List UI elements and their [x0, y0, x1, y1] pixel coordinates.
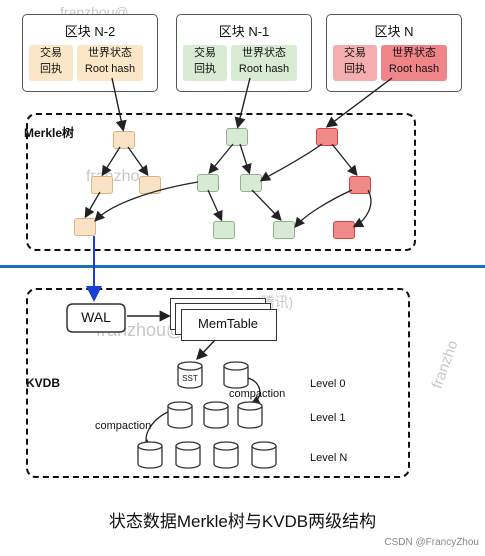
level-0-label: Level 0: [310, 378, 346, 390]
merkle-tree-region: [26, 113, 416, 251]
transaction-label: 交易: [194, 47, 216, 59]
level-n-label: Level N: [310, 452, 348, 464]
compaction-label-left: compaction: [95, 420, 152, 432]
world-state-cell: 世界状态 Root hash: [381, 45, 447, 81]
root-hash-label: Root hash: [388, 63, 440, 75]
merkle-node-leaf-shared: [74, 218, 96, 236]
kvdb-label: KVDB: [26, 376, 61, 390]
memtable-label: MemTable: [198, 316, 258, 331]
block-title: 区块 N-2: [64, 24, 116, 39]
root-hash-label: Root hash: [238, 63, 290, 75]
block-n-1: 区块 N-1 交易 回执 世界状态 Root hash: [176, 14, 312, 92]
wal-label: WAL: [81, 309, 111, 325]
receipt-label: 回执: [40, 63, 62, 75]
world-state-label: 世界状态: [88, 47, 132, 59]
merkle-node-n1-leaf-b: [273, 221, 295, 239]
sst-label: SST: [182, 374, 198, 383]
merkle-node-n-right: [349, 176, 371, 194]
compaction-label-top: compaction: [229, 388, 286, 400]
world-state-cell: 世界状态 Root hash: [231, 45, 297, 81]
world-state-label: 世界状态: [392, 47, 436, 59]
block-n: 区块 N 交易 回执 世界状态 Root hash: [326, 14, 462, 92]
receipt-label: 回执: [194, 63, 216, 75]
transaction-receipt-cell: 交易 回执: [29, 45, 73, 81]
root-hash-label: Root hash: [84, 63, 136, 75]
block-title: 区块 N-1: [218, 24, 270, 39]
transaction-receipt-cell: 交易 回执: [333, 45, 377, 81]
world-state-cell: 世界状态 Root hash: [77, 45, 143, 81]
transaction-label: 交易: [40, 47, 62, 59]
merkle-tree-label: Merkle树: [24, 126, 75, 140]
memtable-front: [181, 309, 277, 341]
level-1-label: Level 1: [310, 412, 346, 424]
figure-caption: 状态数据Merkle树与KVDB两级结构: [108, 512, 377, 531]
world-state-label: 世界状态: [242, 47, 286, 59]
receipt-label: 回执: [344, 63, 366, 75]
merkle-node-n1-leaf-a: [213, 221, 235, 239]
merkle-node-n2-left: [91, 176, 113, 194]
kvdb-region: [26, 288, 410, 478]
transaction-label: 交易: [344, 47, 366, 59]
block-n-2: 区块 N-2 交易 回执 世界状态 Root hash: [22, 14, 158, 92]
block-title: 区块 N: [374, 24, 414, 39]
credit-text: CSDN @FrancyZhou: [384, 537, 479, 548]
merkle-node-n1-right: [240, 174, 262, 192]
transaction-receipt-cell: 交易 回执: [183, 45, 227, 81]
wal-shape: [66, 303, 126, 333]
merkle-node-n-root: [316, 128, 338, 146]
merkle-node-n-leaf: [333, 221, 355, 239]
divider-line: [0, 265, 485, 268]
